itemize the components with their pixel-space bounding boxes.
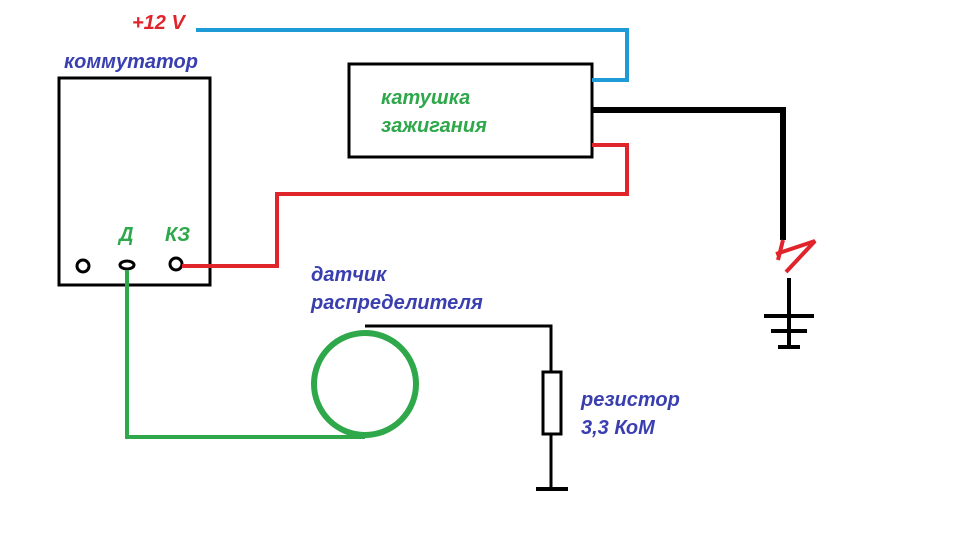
sensor-wire — [125, 270, 365, 439]
resistor — [541, 370, 563, 436]
resistor-top-wire — [365, 324, 553, 372]
ground-symbol — [764, 278, 814, 349]
kz-wire — [182, 143, 629, 268]
resistor-label-line1: резистор — [580, 389, 680, 411]
pin-d-label: Д — [117, 224, 133, 246]
hv-wire — [592, 107, 786, 240]
sensor-coil — [311, 330, 419, 438]
commutator-box — [57, 76, 212, 287]
commutator-terminal-d — [118, 259, 136, 271]
sensor-label-line1: датчик — [311, 264, 387, 286]
coil-label-line1: катушка — [381, 87, 470, 109]
sensor-label-line2: распределителя — [310, 292, 483, 314]
spark-gap — [775, 239, 817, 274]
supply-wire — [196, 28, 629, 82]
commutator-label: коммутатор — [64, 51, 198, 73]
commutator-terminal-1 — [75, 258, 91, 274]
coil-label-line2: зажигания — [381, 115, 487, 137]
ignition-coil-box — [347, 62, 594, 159]
commutator-terminal-kz — [168, 256, 184, 272]
resistor-label-line2: 3,3 КоМ — [581, 417, 656, 439]
pin-kz-label: КЗ — [165, 224, 190, 246]
supply-label: +12 V — [132, 12, 186, 34]
